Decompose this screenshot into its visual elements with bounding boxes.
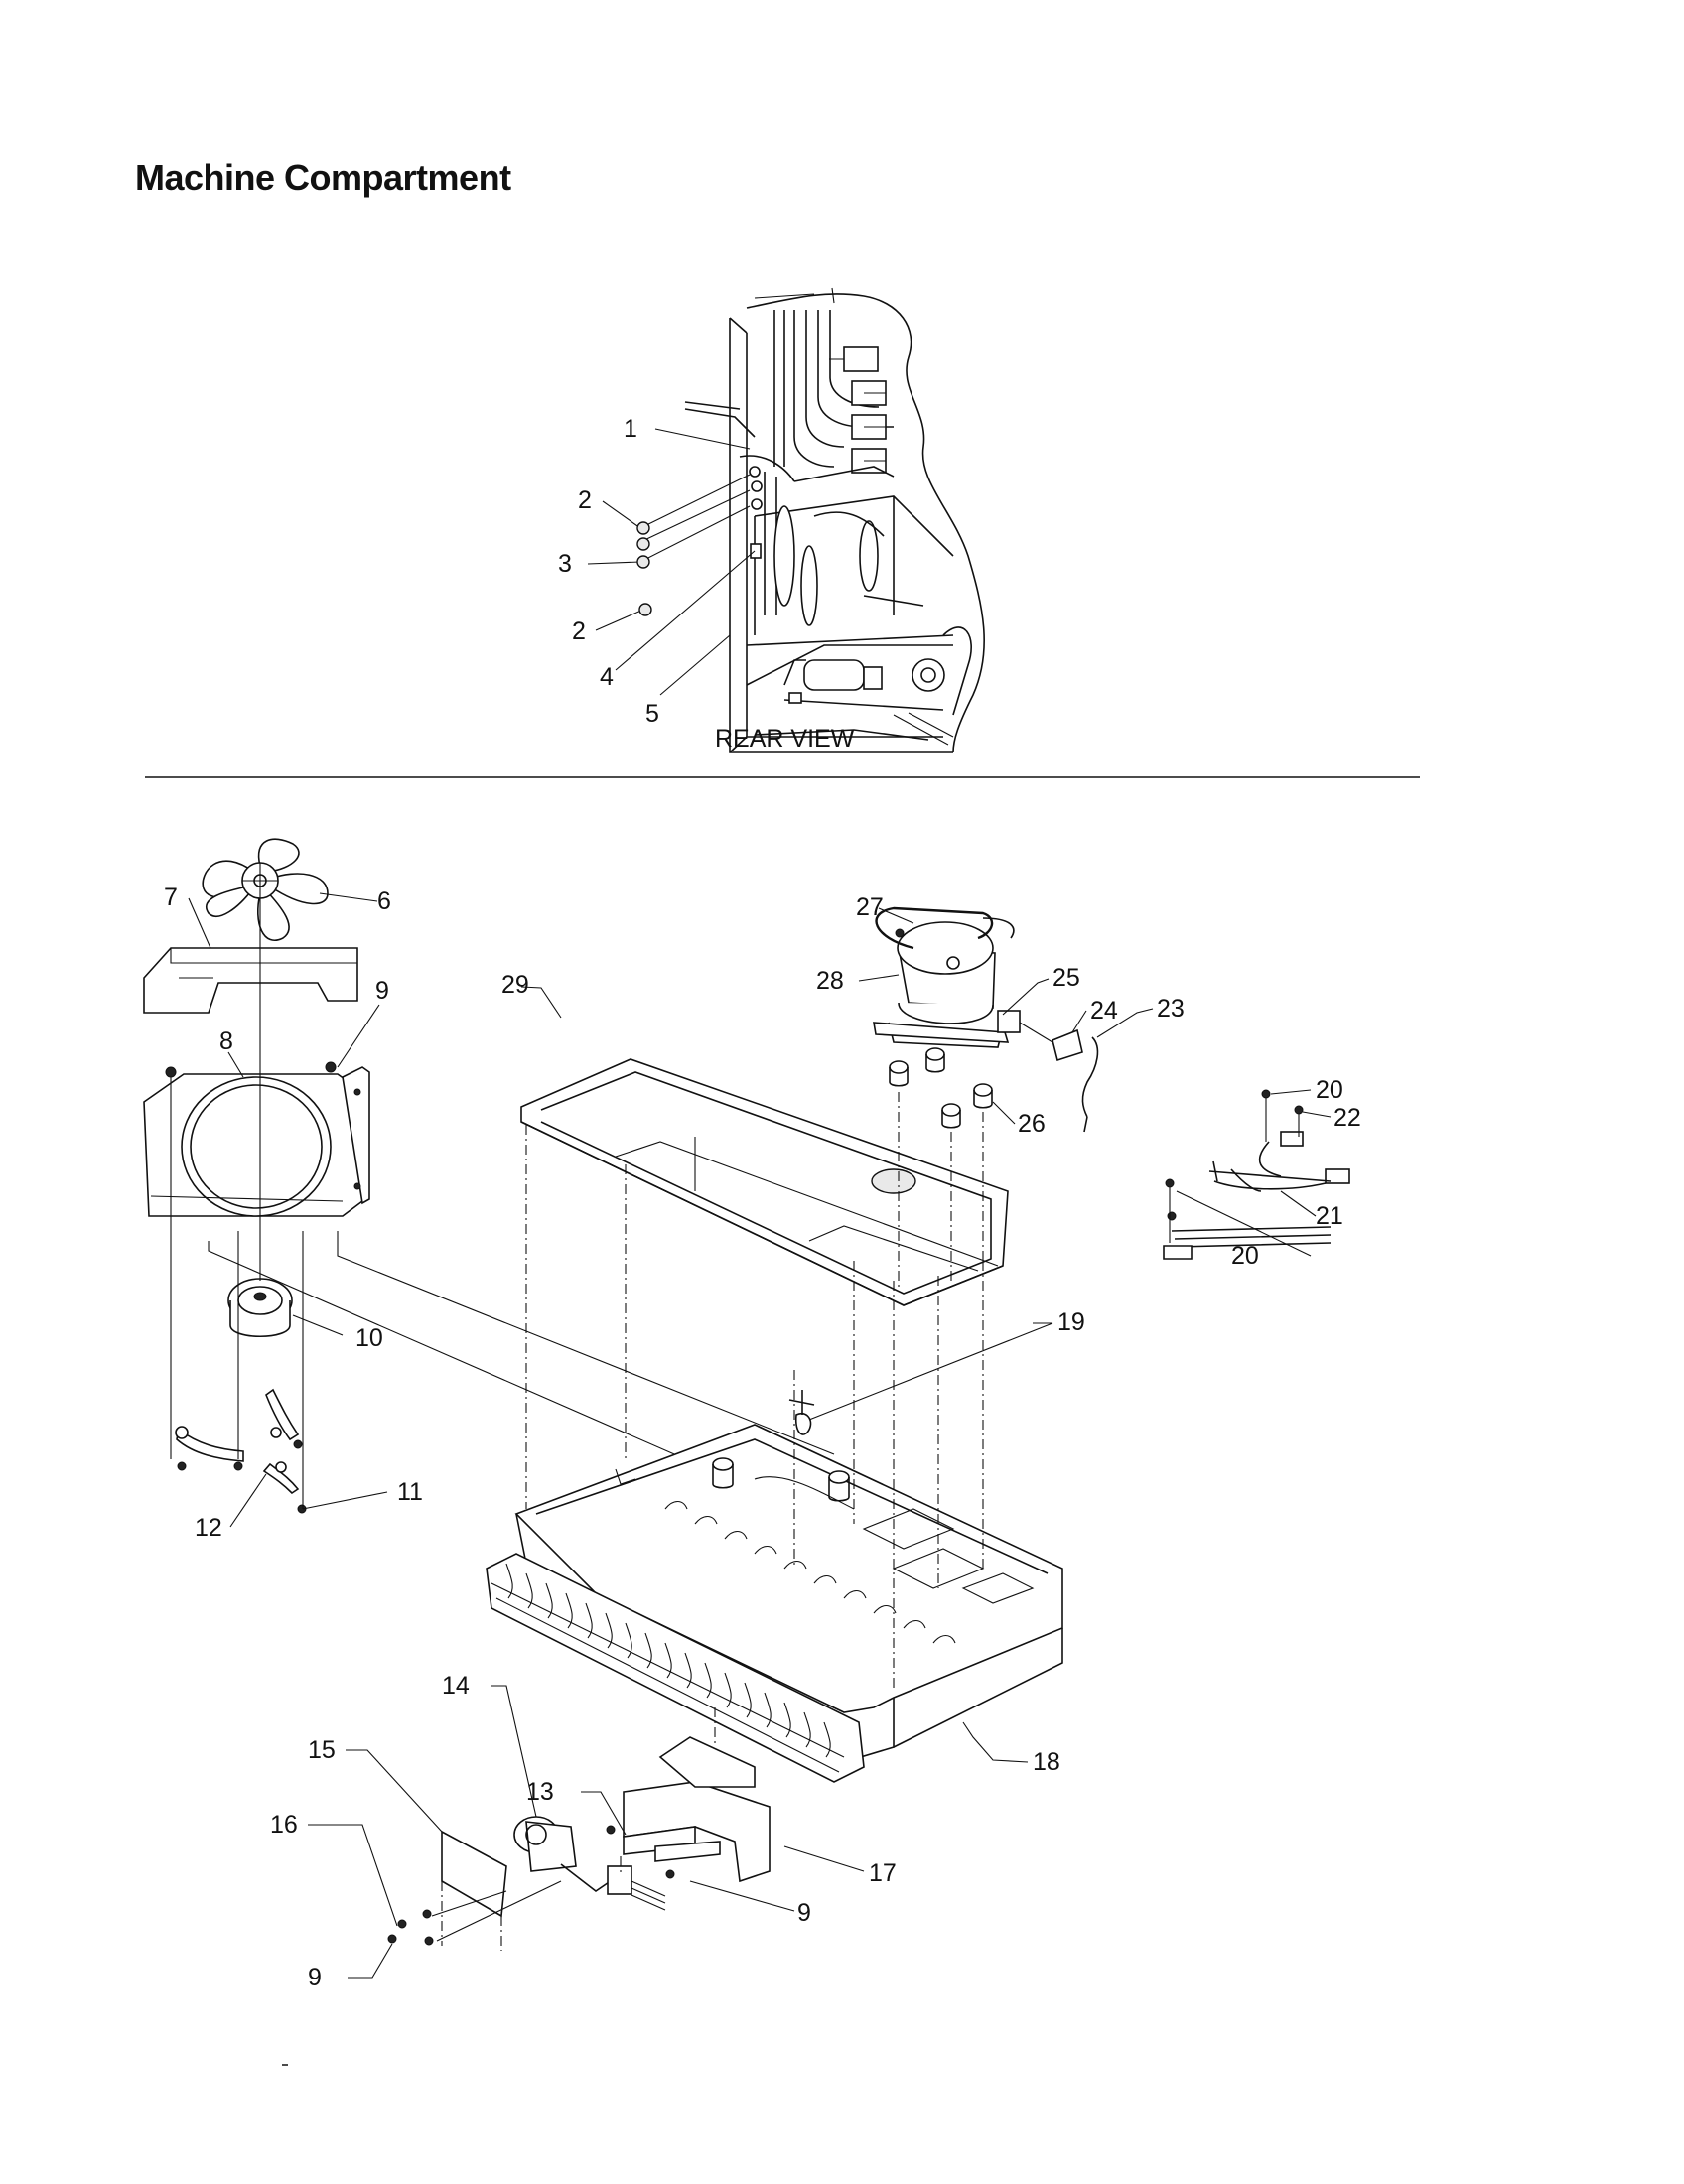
fan-alignment-lines — [170, 898, 835, 1509]
callout-4: 4 — [600, 663, 614, 691]
alignment-dash-lines — [441, 1092, 984, 1951]
callout-1: 1 — [624, 415, 637, 443]
callout-10: 10 — [355, 1324, 383, 1352]
callout-9-bracket: 9 — [797, 1899, 811, 1927]
timer-assembly — [387, 1816, 666, 1946]
compressor — [873, 906, 1099, 1133]
callout-22: 22 — [1333, 1104, 1361, 1132]
main-view-leaders — [188, 892, 1332, 1979]
callout-9-shroud: 9 — [375, 977, 389, 1005]
fan-motor — [227, 1278, 293, 1338]
callout-28: 28 — [816, 967, 844, 995]
drain-pan — [520, 1058, 1009, 1306]
callout-16: 16 — [270, 1811, 298, 1839]
callout-11: 11 — [397, 1478, 423, 1506]
rear-view-leaders — [587, 428, 756, 696]
callout-15: 15 — [308, 1736, 336, 1764]
callout-2-upper: 2 — [578, 486, 592, 514]
callout-24: 24 — [1090, 997, 1118, 1024]
callout-20-lower: 20 — [1231, 1242, 1259, 1270]
fan-shroud-bracket — [143, 1066, 370, 1217]
callout-8: 8 — [219, 1027, 233, 1055]
callout-23: 23 — [1157, 995, 1185, 1023]
screws-fan-area — [165, 1061, 337, 1514]
machine-base-assembly — [486, 1424, 1063, 1783]
callout-14: 14 — [442, 1672, 470, 1700]
callout-25: 25 — [1052, 964, 1080, 992]
rear-view-illustration — [684, 287, 985, 753]
callout-19: 19 — [1057, 1308, 1085, 1336]
condenser-fan-blade — [202, 838, 329, 941]
callout-21: 21 — [1316, 1202, 1343, 1230]
callout-29: 29 — [501, 971, 529, 999]
callout-20-upper: 20 — [1316, 1076, 1343, 1104]
callout-12: 12 — [195, 1514, 222, 1542]
callout-27: 27 — [856, 893, 884, 921]
callout-18: 18 — [1033, 1748, 1060, 1776]
callout-3: 3 — [558, 550, 572, 578]
callout-26: 26 — [1018, 1110, 1046, 1138]
motor-brackets — [175, 1388, 300, 1495]
fan-shroud-top — [143, 947, 358, 1014]
page-title: Machine Compartment — [135, 157, 511, 198]
callout-17: 17 — [869, 1859, 897, 1887]
callout-9-timer: 9 — [308, 1964, 322, 1991]
callout-13: 13 — [526, 1778, 554, 1806]
damper-bracket — [606, 1736, 771, 1883]
callout-7: 7 — [164, 884, 178, 911]
wiring-harness — [1163, 1089, 1350, 1260]
drain-fitting — [788, 1390, 815, 1435]
callout-2-lower: 2 — [572, 617, 586, 645]
callout-6: 6 — [377, 887, 391, 915]
rear-view-label: REAR VIEW — [715, 725, 855, 752]
callout-5: 5 — [645, 700, 659, 728]
